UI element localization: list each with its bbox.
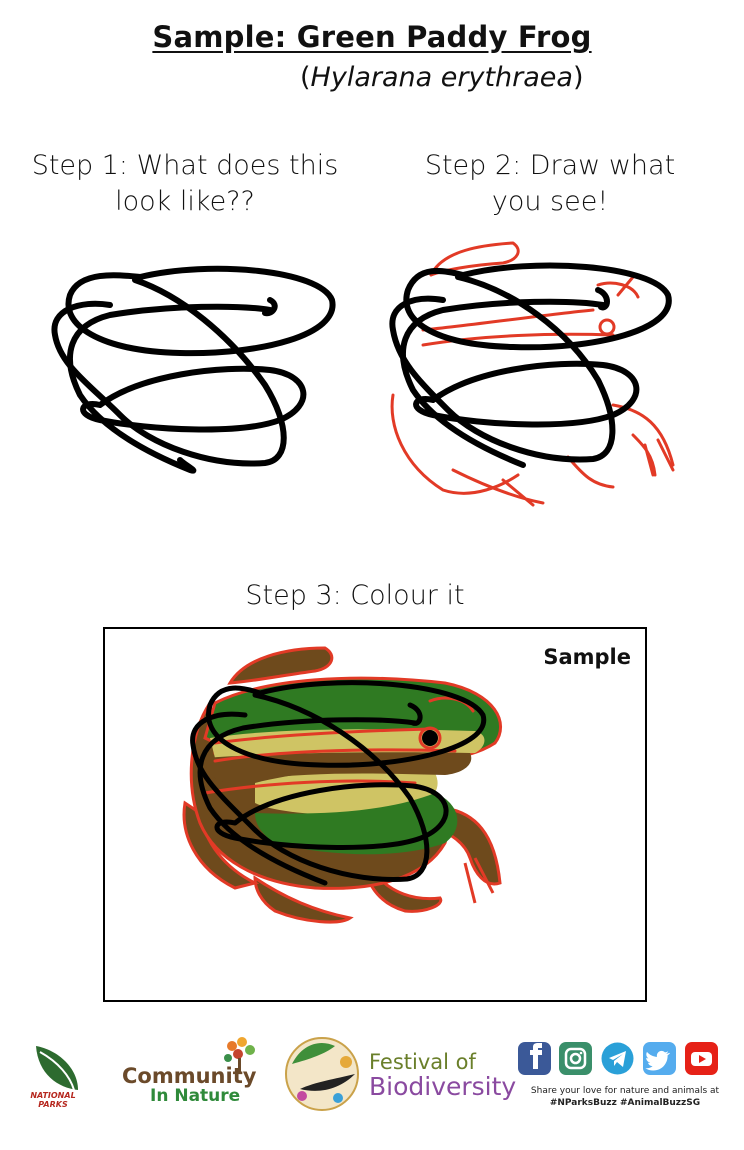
share-caption: Share your love for nature and animals a… [530, 1086, 720, 1096]
step3-label: Step 3: Colour it [245, 580, 465, 611]
sample-label: Sample [543, 645, 631, 669]
facebook-icon[interactable] [518, 1042, 551, 1075]
telegram-icon[interactable] [601, 1042, 634, 1075]
page-title: Sample: Green Paddy Frog [152, 20, 592, 54]
twitter-icon[interactable] [643, 1042, 676, 1075]
scribble-drawing [51, 265, 336, 474]
instagram-icon[interactable] [559, 1042, 592, 1075]
step2-label: Step 2: Draw what you see! [424, 150, 676, 217]
community-in-nature-tree-icon [224, 1037, 255, 1072]
festival-title-line1: Festival of [369, 1050, 476, 1074]
community-in-nature-name: Community [122, 1064, 257, 1088]
youtube-icon[interactable] [685, 1042, 718, 1075]
national-parks-logo [36, 1046, 78, 1091]
festival-title-line2: Biodiversity [369, 1072, 517, 1101]
share-hashtags: #NParksBuzz #AnimalBuzzSG [549, 1098, 701, 1108]
festival-of-biodiversity-emblem [285, 1037, 359, 1111]
community-in-nature-sub: In Nature [150, 1086, 241, 1106]
paren-close: ) [572, 62, 584, 93]
frog-outline-drawing [389, 241, 675, 507]
frog-coloured-drawing [182, 646, 502, 924]
species-name: (Hylarana erythraea) [300, 62, 584, 93]
step1-label: Step 1: What does this look like?? [31, 150, 339, 217]
sample-colouring-box: Sample [103, 627, 647, 1002]
national-parks-text: NATIONAL PARKS [30, 1091, 76, 1109]
paren-open: ( [300, 62, 311, 93]
scientific-name: Hylarana erythraea [310, 62, 573, 93]
